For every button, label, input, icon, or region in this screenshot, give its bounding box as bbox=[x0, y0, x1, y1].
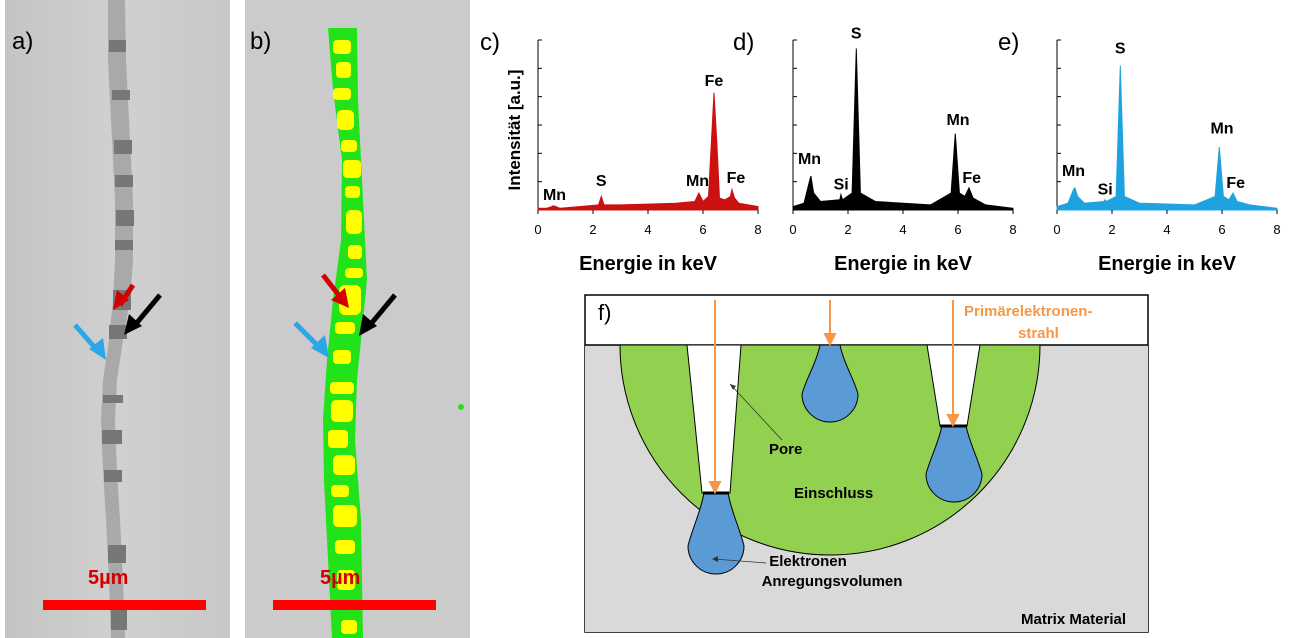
x-tick-label: 8 bbox=[754, 222, 761, 237]
x-tick-label: 8 bbox=[1009, 222, 1016, 237]
x-axis-label: Energie in keV bbox=[1098, 253, 1236, 275]
x-tick-label: 0 bbox=[534, 222, 541, 237]
excitation-volume-left bbox=[687, 492, 745, 575]
x-tick-label: 4 bbox=[1163, 222, 1170, 237]
x-tick-label: 0 bbox=[789, 222, 796, 237]
excitation-volume-right bbox=[925, 425, 983, 503]
peak-label: Mn bbox=[946, 112, 969, 129]
beam-label-line1: Primärelektronen- bbox=[964, 303, 1092, 320]
panel-label-f: f) bbox=[598, 300, 611, 325]
peak-label: Mn bbox=[1062, 163, 1085, 180]
beam-label-line2: strahl bbox=[1018, 325, 1059, 342]
spectrum-series bbox=[1056, 65, 1278, 211]
peak-label: Fe bbox=[705, 73, 724, 90]
spectrum-series bbox=[792, 48, 1014, 211]
volume-label-line1: Elektronen bbox=[769, 553, 847, 570]
black-arrow-icon bbox=[133, 293, 162, 327]
x-tick-label: 8 bbox=[1273, 222, 1280, 237]
micrograph-b: 5µm bbox=[245, 0, 470, 638]
panel-label-a: a) bbox=[12, 28, 34, 55]
peak-label: Mn bbox=[686, 173, 709, 190]
peak-label: Fe bbox=[1226, 175, 1245, 192]
micrograph-b-image: 5µm bbox=[245, 0, 470, 638]
volume-label-line2: Anregungsvolumen bbox=[762, 573, 903, 590]
peak-label: S bbox=[1115, 41, 1126, 58]
panel-label: d) bbox=[733, 29, 754, 56]
peak-label: Fe bbox=[727, 170, 746, 187]
x-tick-label: 2 bbox=[844, 222, 851, 237]
x-tick-label: 4 bbox=[644, 222, 651, 237]
peak-label: S bbox=[596, 173, 607, 190]
matrix-label: Matrix Material bbox=[1021, 611, 1126, 628]
scale-bar-a bbox=[43, 600, 206, 610]
x-tick-label: 6 bbox=[954, 222, 961, 237]
x-tick-label: 2 bbox=[589, 222, 596, 237]
x-tick-label: 2 bbox=[1108, 222, 1115, 237]
black-arrow-icon bbox=[368, 293, 397, 327]
x-axis-label: Energie in keV bbox=[579, 253, 717, 275]
peak-label: Si bbox=[834, 177, 849, 194]
excitation-volume-middle bbox=[801, 344, 859, 423]
peak-label: Mn bbox=[543, 187, 566, 204]
peak-label: Mn bbox=[798, 151, 821, 168]
x-tick-label: 4 bbox=[899, 222, 906, 237]
peak-label: S bbox=[851, 25, 862, 42]
x-tick-label: 6 bbox=[1218, 222, 1225, 237]
peak-label: Si bbox=[1098, 182, 1113, 199]
x-tick-label: 6 bbox=[699, 222, 706, 237]
panel-label: e) bbox=[998, 29, 1019, 56]
pore-label: Pore bbox=[769, 441, 802, 458]
electron-beam-diagram: f) Primärelektronen- strahl Pore Einschl… bbox=[584, 294, 1149, 633]
micrograph-a: 5µm bbox=[5, 0, 230, 638]
inclusion-label: Einschluss bbox=[794, 485, 873, 502]
x-tick-label: 0 bbox=[1053, 222, 1060, 237]
y-axis-label: Intensität [a.u.] bbox=[505, 70, 524, 191]
peak-label: Fe bbox=[962, 170, 981, 187]
x-axis-label: Energie in keV bbox=[834, 253, 972, 275]
panel-label: c) bbox=[480, 29, 500, 56]
panel-label-b: b) bbox=[250, 28, 272, 55]
peak-label: Mn bbox=[1210, 121, 1233, 138]
micrograph-a-image: 5µm bbox=[5, 0, 230, 638]
spectrum-series bbox=[537, 92, 759, 211]
scale-bar-label-a: 5µm bbox=[88, 567, 128, 589]
scale-bar-b bbox=[273, 600, 436, 610]
scale-bar-label-b: 5µm bbox=[320, 567, 360, 589]
